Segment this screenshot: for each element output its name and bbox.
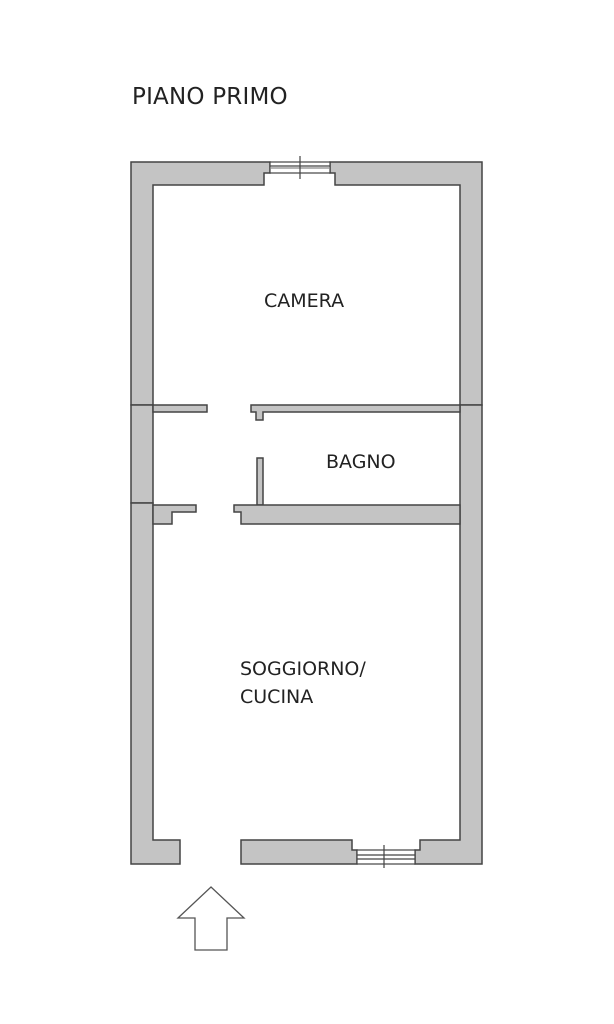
wall-bottom-mid [240, 839, 358, 865]
room-label-camera: CAMERA [264, 290, 345, 312]
window-top [269, 156, 331, 179]
floor-title: PIANO PRIMO [132, 84, 288, 110]
wall-left-lower [130, 502, 181, 865]
partition-bagno-soggiorno [233, 504, 461, 525]
entrance-arrow-icon [176, 886, 246, 951]
wall-left-mid [130, 404, 154, 504]
wall-right [414, 404, 483, 865]
room-label-soggiorno: SOGGIORNO/ CUCINA [240, 655, 366, 711]
window-bottom [356, 845, 416, 868]
wall-top-right [329, 161, 483, 406]
room-label-soggiorno-line2: CUCINA [240, 686, 314, 708]
room-label-soggiorno-line1: SOGGIORNO/ [240, 658, 366, 680]
wall-top-left [130, 161, 271, 406]
partition-stub-lower-left [152, 504, 197, 525]
partition-camera-bagno [250, 404, 461, 421]
partition-bagno-stub [256, 457, 264, 506]
room-label-bagno: BAGNO [326, 451, 396, 473]
partition-stub-left [152, 404, 208, 413]
